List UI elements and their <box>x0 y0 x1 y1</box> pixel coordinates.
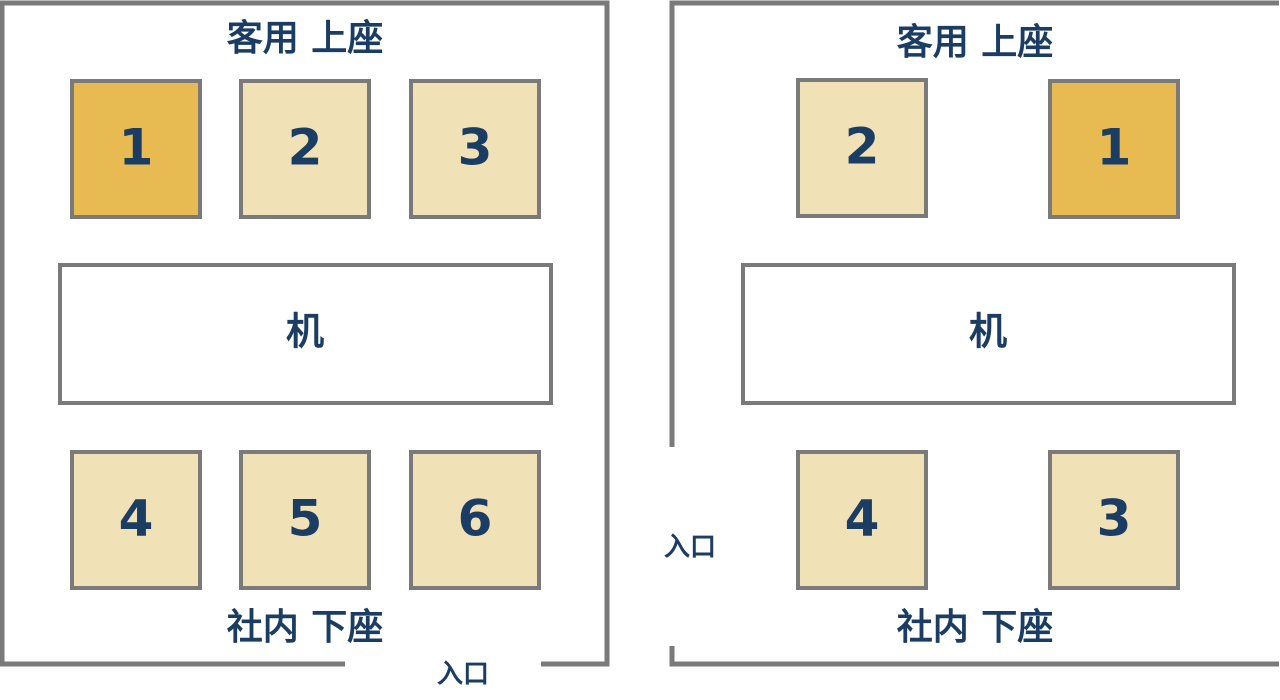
room-right-seat: 1 <box>1048 79 1180 219</box>
room-left-seat: 5 <box>239 450 371 590</box>
room-left-entrance-label: 入口 <box>437 660 489 690</box>
room-right-entrance-label: 入口 <box>664 533 716 563</box>
room-left-seat: 4 <box>70 450 202 590</box>
room-left-seat-number: 2 <box>288 119 323 177</box>
room-left-table: 机 <box>58 263 553 405</box>
room-right-seat: 3 <box>1048 450 1180 590</box>
room-left-seat-number: 6 <box>458 490 493 548</box>
room-right-top-label: 客用 上座 <box>897 22 1054 63</box>
room-right-seat-rect <box>1048 450 1180 590</box>
room-left-seat-rect <box>239 450 371 590</box>
room-left-seat-number: 1 <box>119 119 154 177</box>
room-right-seat-rect <box>796 450 928 590</box>
room-left-seat: 3 <box>409 79 541 219</box>
room-right-seat-number: 4 <box>845 490 880 548</box>
room-right-seat: 2 <box>796 78 928 218</box>
room-left-seat: 2 <box>239 79 371 219</box>
room-left-seat-rect <box>70 79 202 219</box>
room-right-seat-number: 3 <box>1097 490 1132 548</box>
room-left-seat-number: 5 <box>288 490 323 548</box>
room-left-seat-number: 3 <box>458 119 493 177</box>
room-left-table-label: 机 <box>286 310 324 354</box>
room-left-seat: 6 <box>409 450 541 590</box>
room-right-seat-number: 1 <box>1097 119 1132 177</box>
room-left-top-label: 客用 上座 <box>227 18 384 59</box>
room-left-seat-rect <box>409 450 541 590</box>
room-right-seat-number: 2 <box>845 118 880 176</box>
room-right-bottom-label: 社内 下座 <box>897 607 1054 648</box>
room-left-wall <box>0 0 610 667</box>
room-right-wall-bottom <box>669 646 1279 667</box>
room-right-seat: 4 <box>796 450 928 590</box>
room-left-seat-rect <box>409 79 541 219</box>
room-left: 客用 上座 1 2 3 机 4 5 6 社内 下座 <box>0 0 610 690</box>
room-left-seat-rect <box>70 450 202 590</box>
room-left-seat-rect <box>239 79 371 219</box>
room-right-table-rect <box>741 263 1236 405</box>
room-right-seat-rect <box>796 78 928 218</box>
room-right: 客用 上座 2 1 机 4 3 社内 下座 入口 <box>664 0 1279 667</box>
room-right-wall-top <box>669 0 1279 447</box>
room-left-seat-number: 4 <box>119 490 154 548</box>
room-left-bottom-label: 社内 下座 <box>227 607 384 648</box>
room-right-table: 机 <box>741 263 1236 405</box>
room-right-seat-rect <box>1048 79 1180 219</box>
room-left-seat: 1 <box>70 79 202 219</box>
room-left-table-rect <box>58 263 553 405</box>
room-right-table-label: 机 <box>969 310 1007 354</box>
